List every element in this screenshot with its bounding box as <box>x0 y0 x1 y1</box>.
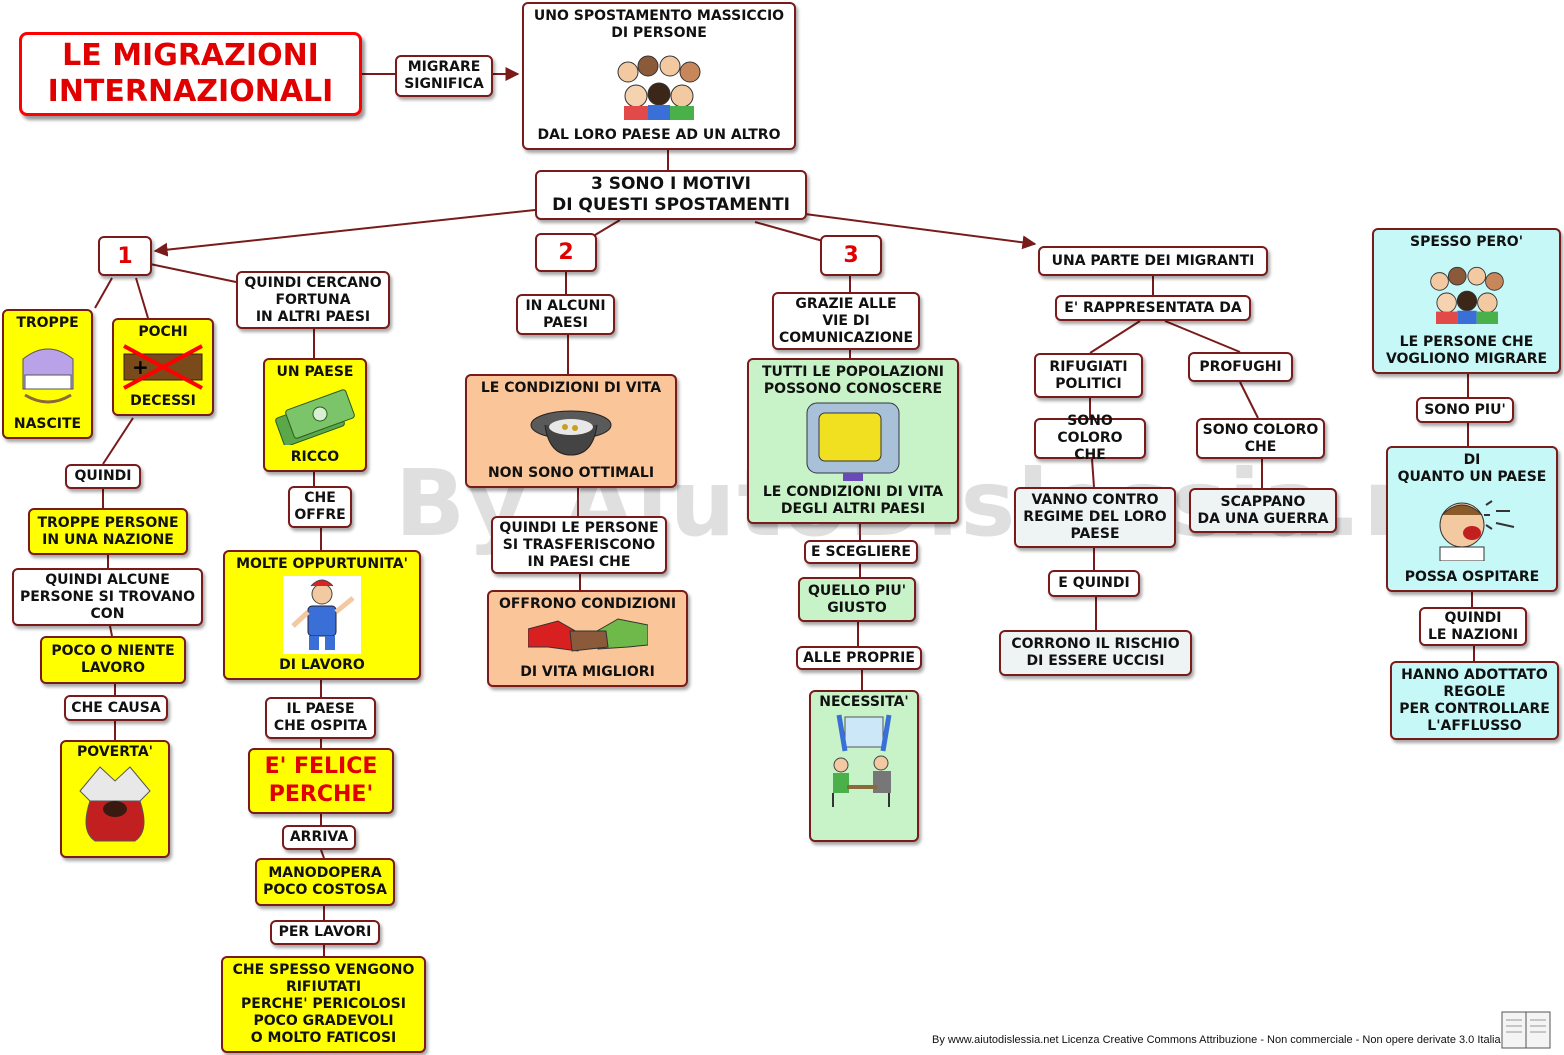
node-spesso-pero: SPESSO PERO' LE PERSONE CHE VOGLIONO MIG… <box>1372 228 1561 374</box>
node-quindi-cercano: QUINDI CERCANO FORTUNA IN ALTRI PAESI <box>236 271 390 329</box>
node-che-causa: CHE CAUSA <box>64 695 168 721</box>
cradle-icon <box>22 348 73 404</box>
license-footer: By www.aiutodislessia.net Licenza Creati… <box>932 1034 1501 1046</box>
node-rifugiati: RIFUGIATI POLITICI <box>1034 353 1143 398</box>
node-paese-ricco: UN PAESE RICCO <box>263 358 367 472</box>
node-per-lavori: PER LAVORI <box>270 920 380 945</box>
node-una-parte: UNA PARTE DEI MIGRANTI <box>1038 246 1268 276</box>
node-molte-opportunita: MOLTE OPPURTUNITA' DI LAVORO <box>223 550 421 680</box>
node-number-3: 3 <box>820 235 882 276</box>
node-di-quanto: DI QUANTO UN PAESE POSSA OSPITARE <box>1386 446 1558 592</box>
node-e-quindi: E QUINDI <box>1048 570 1140 597</box>
television-icon <box>806 402 900 481</box>
node-troppe-persone: TROPPE PERSONE IN UNA NAZIONE <box>28 508 188 555</box>
node-quindi-persone: QUINDI LE PERSONE SI TRASFERISCONO IN PA… <box>491 516 667 574</box>
node-vanno-contro: VANNO CONTRO REGIME DEL LORO PAESE <box>1014 487 1176 548</box>
people-group-icon <box>617 55 701 120</box>
empty-purse-icon <box>79 766 151 842</box>
map-title: LE MIGRAZIONI INTERNAZIONALI <box>19 32 362 116</box>
node-motivi: 3 SONO I MOTIVI DI QUESTI SPOSTAMENTI <box>535 170 807 220</box>
node-che-spesso: CHE SPESSO VENGONO RIFIUTATI PERCHE' PER… <box>221 956 426 1053</box>
node-che-offre: CHE OFFRE <box>288 486 352 528</box>
node-number-2: 2 <box>535 233 597 272</box>
coffin-crossed-icon: + <box>123 344 203 390</box>
handshake-icon <box>527 617 648 652</box>
node-quindi-alcune: QUINDI ALCUNE PERSONE SI TROVANO CON <box>12 568 203 626</box>
people-crowd-icon <box>1429 266 1504 324</box>
node-tutti-popolazioni: TUTTI LE POPOLAZIONI POSSONO CONOSCERE L… <box>747 358 959 524</box>
node-scappano: SCAPPANO DA UNA GUERRA <box>1189 488 1337 533</box>
node-spostamento: UNO SPOSTAMENTO MASSICCIO DI PERSONE DAL… <box>522 2 796 150</box>
node-arriva: ARRIVA <box>282 825 356 850</box>
shouting-man-icon <box>1439 499 1515 561</box>
node-number-1: 1 <box>98 236 152 276</box>
node-e-scegliere: E SCEGLIERE <box>804 540 918 564</box>
node-sono-piu: SONO PIU' <box>1416 397 1514 423</box>
book-icon <box>1501 1011 1551 1049</box>
node-quindi: QUINDI <box>65 464 141 489</box>
node-manodopera: MANODOPERA POCO COSTOSA <box>255 858 395 906</box>
node-il-paese: IL PAESE CHE OSPITA <box>265 697 376 739</box>
node-sono-coloro-che-2: SONO COLORO CHE <box>1196 418 1325 459</box>
node-condizioni-vita: LE CONDIZIONI DI VITA NON SONO OTTIMALI <box>465 374 677 488</box>
node-hanno-adottato: HANNO ADOTTATO REGOLE PER CONTROLLARE L'… <box>1390 661 1559 740</box>
node-quindi-nazioni: QUINDI LE NAZIONI <box>1419 607 1527 646</box>
node-corrono: CORRONO IL RISCHIO DI ESSERE UCCISI <box>999 630 1192 676</box>
worker-icon <box>283 576 361 654</box>
node-necessita: NECESSITA' <box>809 690 919 842</box>
family-table-icon <box>832 714 892 807</box>
node-in-alcuni: IN ALCUNI PAESI <box>516 294 615 335</box>
node-grazie: GRAZIE ALLE VIE DI COMUNICAZIONE <box>772 292 920 350</box>
node-felice: E' FELICE PERCHE' <box>248 748 394 814</box>
node-sono-coloro-che-1: SONO COLORO CHE <box>1034 413 1146 463</box>
node-poco-lavoro: POCO O NIENTE LAVORO <box>40 636 186 684</box>
node-rappresentata: E' RAPPRESENTATA DA <box>1055 295 1251 321</box>
node-troppe-nascite: TROPPE NASCITE <box>2 309 93 439</box>
node-profughi: PROFUGHI <box>1188 352 1293 382</box>
node-migrare: MIGRARE SIGNIFICA <box>395 55 493 97</box>
node-offrono: OFFRONO CONDIZIONI DI VITA MIGLIORI <box>487 590 688 687</box>
node-alle-proprie: ALLE PROPRIE <box>796 646 922 670</box>
node-pochi-decessi: POCHI + DECESSI <box>112 318 214 416</box>
empty-hat-icon <box>530 410 612 456</box>
node-poverta: POVERTA' <box>60 740 170 858</box>
money-icon <box>275 389 355 445</box>
node-quello: QUELLO PIU' GIUSTO <box>798 577 916 622</box>
svg-text:+: + <box>132 355 149 379</box>
